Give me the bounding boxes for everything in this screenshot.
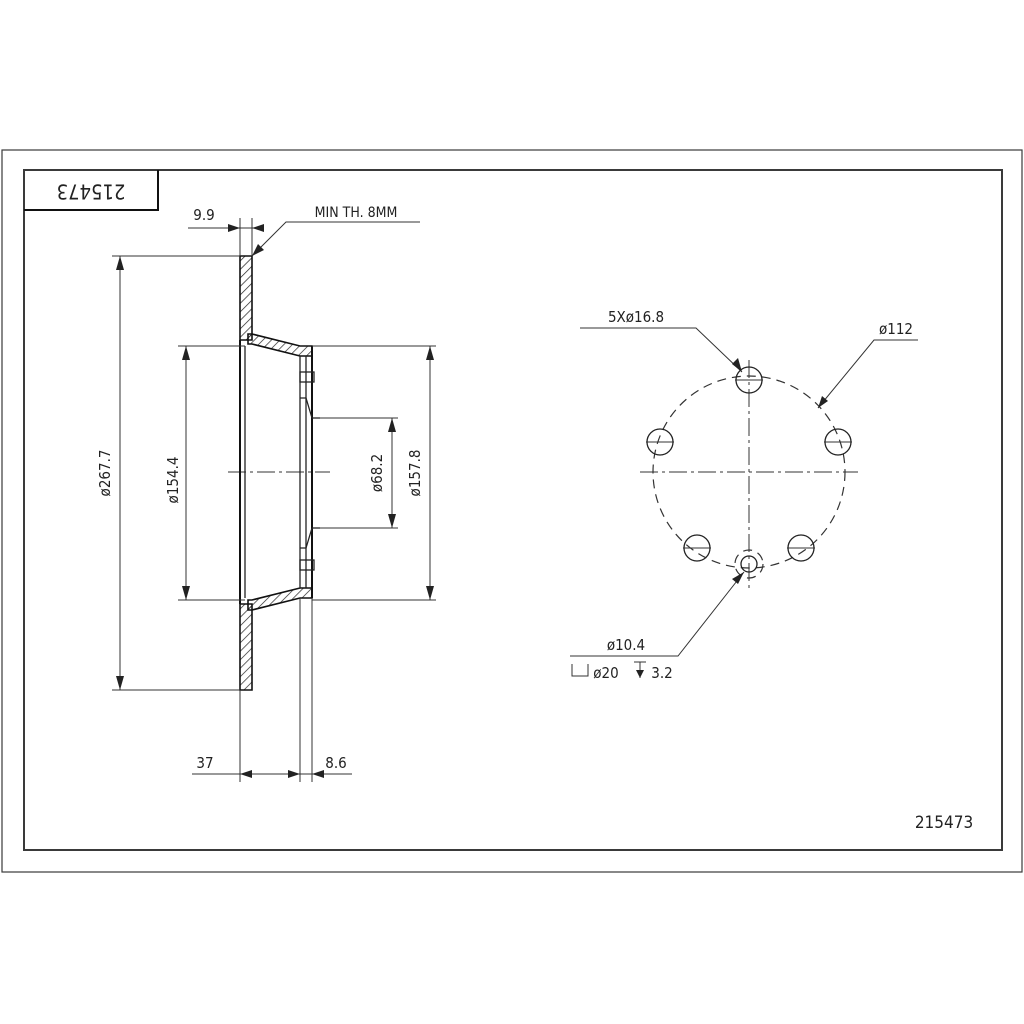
- inner-border: [23, 169, 1003, 851]
- title-box: 215473: [24, 170, 159, 211]
- counterbore-depth-label: 3.2: [651, 664, 672, 682]
- center-bore-label: ø68.2: [368, 454, 386, 492]
- upper-flange-section: [239, 255, 253, 341]
- hub-hole-bottom: [299, 559, 315, 571]
- min-thickness-leader: [251, 221, 420, 257]
- flange-thickness-label: 9.9: [193, 206, 214, 224]
- pitch-circle-leader: [817, 339, 918, 409]
- front-view: 5Xø16.8 ø112 ø10.4 ø20 3.2: [570, 308, 918, 682]
- small-hole-leader: [570, 571, 745, 657]
- lower-hat-wall-section: [247, 587, 313, 611]
- part-number: 215473: [915, 813, 973, 833]
- small-hole: [740, 555, 758, 573]
- small-hole-counterbore: [734, 549, 764, 579]
- side-section-view: ø267.7 ø154.4 ø68.2 ø157.8 9.9 MIN TH. 8: [96, 205, 436, 782]
- outer-border: [1, 149, 1023, 873]
- pitch-circle-label: ø112: [879, 320, 913, 338]
- bore-chamfer-top: [300, 397, 313, 419]
- hat-diameter-label: ø157.8: [406, 450, 424, 497]
- lower-flange-section: [239, 603, 253, 691]
- bolt-holes-label: 5Xø16.8: [608, 308, 664, 326]
- hub-hole-top: [299, 371, 315, 383]
- part-number-mirrored: 215473: [57, 180, 126, 204]
- min-thickness-label: MIN TH. 8MM: [315, 205, 398, 221]
- upper-hat-wall-section: [247, 333, 313, 357]
- hub-thickness-label: 8.6: [325, 754, 346, 772]
- small-hole-label: ø10.4: [607, 636, 645, 654]
- bolt-holes-leader: [580, 327, 743, 373]
- bore-chamfer-bottom: [300, 527, 313, 549]
- counterbore-label: ø20: [593, 664, 618, 682]
- offset-label: 37: [196, 754, 213, 772]
- outer-diameter-label: ø267.7: [96, 450, 114, 497]
- inner-diameter-label: ø154.4: [164, 457, 182, 504]
- counterbore-symbol-icon: [571, 664, 589, 677]
